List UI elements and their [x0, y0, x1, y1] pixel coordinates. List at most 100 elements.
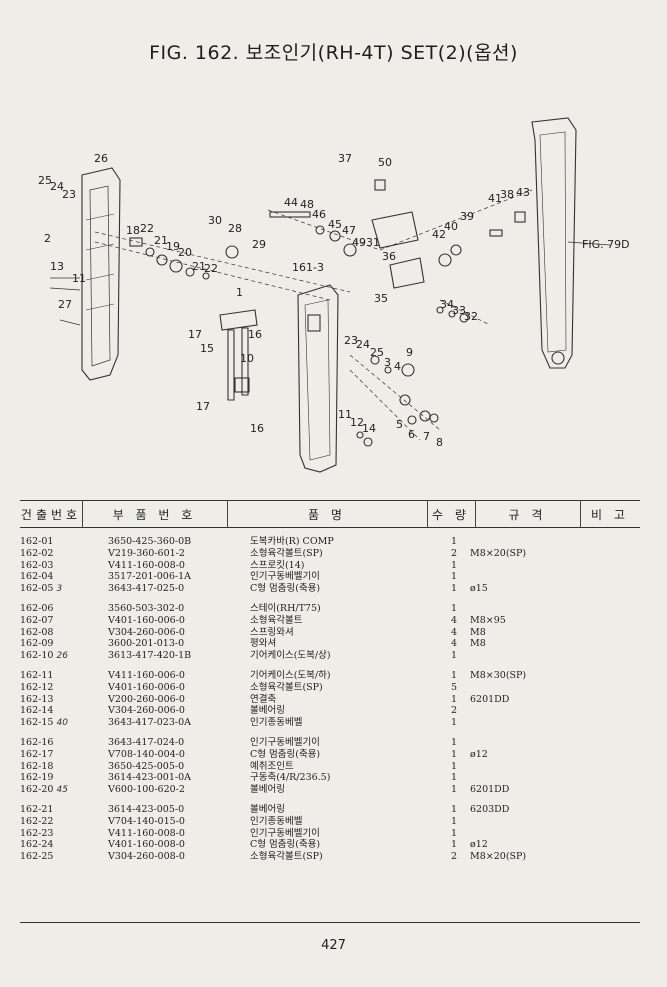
name-cell: 소형육각볼트: [250, 614, 303, 626]
spec-cell: [470, 717, 580, 729]
callout-label: 9: [406, 346, 413, 359]
callout-label: 25: [370, 346, 384, 359]
ref-no-text: 162-20: [20, 784, 54, 796]
spec-cell: [470, 705, 580, 717]
name-cell: 소형육각볼트(SP): [250, 851, 323, 863]
callout-label: 7: [423, 430, 430, 443]
qty-cell: 1: [450, 748, 458, 760]
callout-label: 44: [284, 196, 298, 209]
name-cell: 기어케이스(도복/상): [250, 650, 331, 662]
part-no-cell: 3614-423-005-0: [108, 803, 185, 815]
name-cell: C형 멈춤링(축용): [250, 748, 321, 760]
qty-cell: 2: [450, 851, 458, 863]
figure-reference: FIG. 79D: [582, 238, 630, 251]
part-no-cell: V704-140-015-0: [108, 815, 185, 827]
col-header-ref-no: 건출번호: [20, 507, 82, 522]
ref-no-cell: 162-10 26: [20, 650, 90, 662]
name-cell: C형 멈춤링(축용): [250, 583, 321, 595]
spec-cell: [470, 772, 580, 784]
spec-cell: [470, 571, 580, 583]
spec-cell: M8×20(SP): [470, 851, 527, 863]
spec-cell: 6203DD: [470, 803, 510, 815]
callout-label: 46: [312, 208, 326, 221]
callout-label: 33: [452, 304, 466, 317]
ref-no-cell: 162-02: [20, 547, 54, 559]
name-cell: 인기종동베벨: [250, 815, 303, 827]
ref-no-cell: 162-05 3: [20, 583, 90, 595]
handwritten-note: 40: [56, 718, 68, 729]
part-no-cell: V401-160-006-0: [108, 614, 185, 626]
callout-label: 35: [374, 292, 388, 305]
ref-no-cell: 162-18: [20, 760, 54, 772]
spec-cell: ø15: [470, 583, 488, 595]
name-cell: 스프로킷(14): [250, 559, 305, 571]
callout-label: 21: [192, 260, 206, 273]
spec-cell: [470, 816, 580, 828]
exploded-parts-diagram: 26 25 24 23 2 37 50 30 28 29 18 22 21 19…: [20, 100, 650, 495]
ref-no-cell: 162-08: [20, 626, 54, 638]
spec-cell: [470, 761, 580, 773]
ref-no-cell: 162-21: [20, 803, 54, 815]
callout-label: 4931: [352, 236, 380, 249]
callout-label: 26: [94, 152, 108, 165]
qty-cell: 1: [450, 803, 458, 815]
spec-cell: M8: [470, 638, 486, 650]
callout-label: 50: [378, 156, 392, 169]
callout-label: 36: [382, 250, 396, 263]
callout-label: 19: [166, 240, 180, 253]
ref-no-cell: 162-12: [20, 681, 54, 693]
callout-label: 6: [408, 428, 415, 441]
qty-cell: 1: [450, 583, 458, 595]
callout-label: 43: [516, 186, 530, 199]
part-no-cell: 3614-423-001-0A: [108, 772, 191, 784]
spec-cell: [470, 603, 580, 615]
name-cell: 스테이(RH/T75): [250, 602, 321, 614]
ref-no-cell: 162-09: [20, 638, 54, 650]
callout-label: 5: [396, 418, 403, 431]
spec-cell: 6201DD: [470, 784, 510, 796]
name-cell: 볼베어링: [250, 784, 285, 796]
name-cell: 볼베어링: [250, 705, 285, 717]
column-divider: [427, 500, 428, 528]
spec-cell: [470, 828, 580, 840]
callout-label: 30: [208, 214, 222, 227]
qty-cell: 1: [450, 669, 458, 681]
ref-no-cell: 162-03: [20, 559, 54, 571]
part-no-cell: 3600-201-013-0: [108, 638, 185, 650]
callout-label: 12: [350, 416, 364, 429]
qty-cell: 1: [450, 717, 458, 729]
callout-label: 40: [444, 220, 458, 233]
spec-cell: M8: [470, 626, 486, 638]
spec-cell: [470, 560, 580, 572]
name-cell: 기어케이스(도복/하): [250, 669, 331, 681]
callout-label: 39: [460, 210, 474, 223]
qty-cell: 1: [450, 815, 458, 827]
handwritten-note: 3: [56, 584, 63, 595]
qty-cell: 5: [450, 681, 458, 693]
part-no-cell: 3643-417-023-0A: [108, 717, 191, 729]
part-no-cell: V708-140-004-0: [108, 748, 185, 760]
callout-label: 41: [488, 192, 502, 205]
callout-label: 17: [196, 400, 210, 413]
column-divider: [227, 500, 228, 528]
name-cell: 인기구동베벨기이: [250, 827, 320, 839]
callout-label: 11: [72, 272, 86, 285]
callout-label: 16: [248, 328, 262, 341]
qty-cell: 1: [450, 559, 458, 571]
ref-no-cell: 162-24: [20, 839, 54, 851]
qty-cell: 2: [450, 705, 458, 717]
callout-label: 14: [362, 422, 376, 435]
name-cell: 인기구동베벨기이: [250, 571, 320, 583]
ref-no-cell: 162-01: [20, 536, 54, 547]
name-cell: 스프링와셔: [250, 626, 294, 638]
page-title: FIG. 162. 보조인기(RH-4T) SET(2)(옵션): [149, 42, 518, 64]
